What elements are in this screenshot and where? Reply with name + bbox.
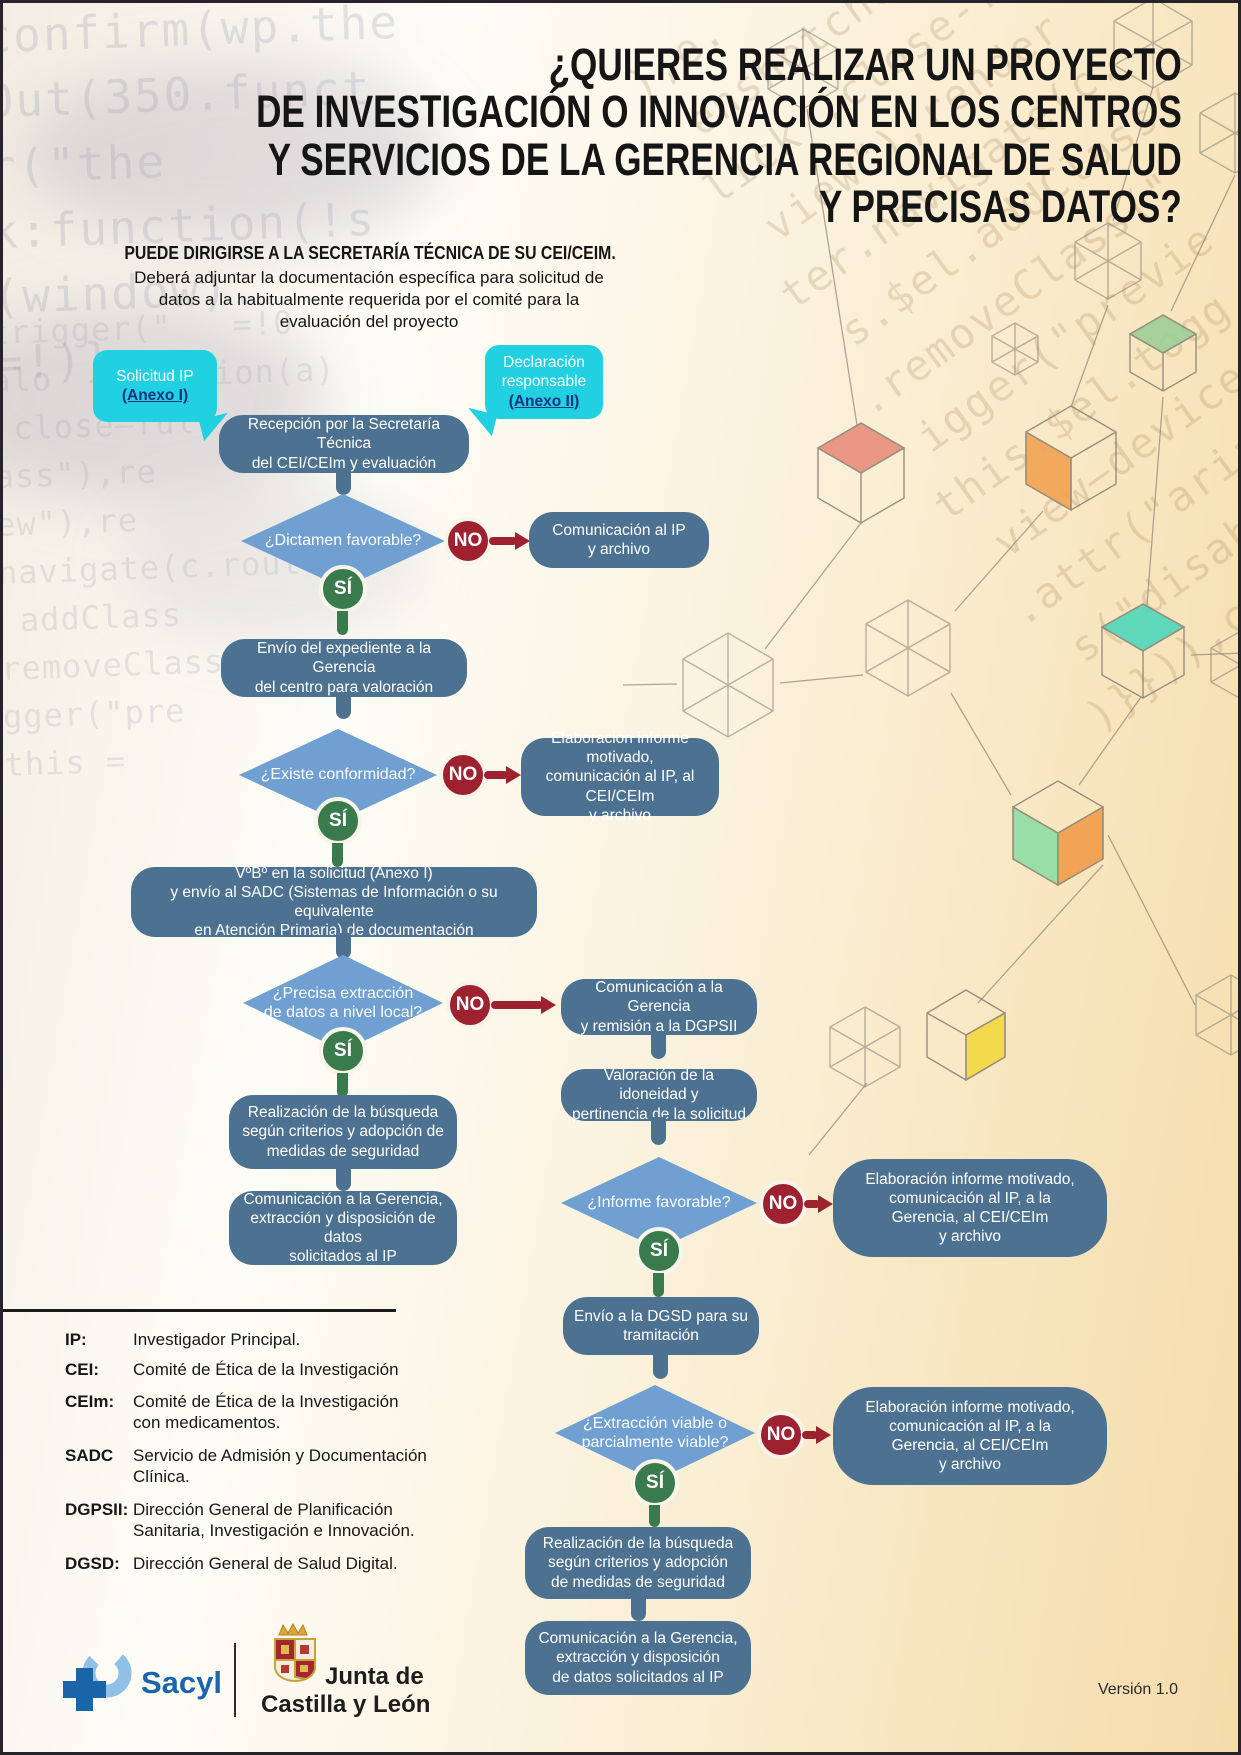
step-comunicacion-left: Comunicación a la Gerencia, extracción y…: [229, 1191, 457, 1265]
junta-castilla-leon-shield-icon: [274, 1622, 316, 1683]
step-vobo-sadc: VºBº en la solicitud (Anexo I) y envío a…: [131, 865, 537, 939]
step-valoracion: Valoración de la idoneidad y pertinencia…: [561, 1067, 757, 1123]
no-badge: NO: [757, 1411, 805, 1459]
legend-divider: [3, 1309, 396, 1312]
connector: [631, 1595, 646, 1621]
yes-badge: SÍ: [635, 1227, 683, 1275]
junta-wordmark-line2: Castilla y León: [261, 1691, 431, 1718]
connector: [332, 843, 343, 867]
subtitle-body: Deberá adjuntar la documentación específ…: [134, 268, 604, 331]
step-comunicacion-right: Comunicación a la Gerencia, extracción y…: [525, 1621, 751, 1695]
junta-wordmark-line1: Junta de: [325, 1663, 424, 1690]
connector: [653, 1273, 664, 1297]
no-arrow-head: [541, 996, 556, 1014]
bubble-solicitud-ip: Solicitud IP (Anexo I): [93, 350, 234, 442]
no-badge: NO: [446, 981, 494, 1029]
anexo-ii-link[interactable]: (Anexo II): [508, 392, 580, 410]
connector: [336, 469, 351, 495]
subtitle: PUEDE DIRIGIRSE A LA SECRETARÍA TÉCNICA …: [91, 243, 647, 332]
legend-abbr: SADC: [65, 1446, 114, 1465]
connector: [336, 693, 351, 719]
cloud-texture: [23, 63, 443, 243]
version-label: Versión 1.0: [1097, 1681, 1178, 1698]
no-arrow-head: [506, 766, 521, 784]
bubble-label: Solicitud IP: [116, 367, 194, 385]
connector: [651, 1117, 666, 1145]
connector: [651, 1031, 666, 1059]
subtitle-heading: PUEDE DIRIGIRSE A LA SECRETARÍA TÉCNICA …: [124, 243, 616, 263]
legend-abbr: CEI:: [65, 1360, 99, 1379]
no-arrow: [489, 537, 517, 545]
step-envio-gerencia: Envío del expediente a la Gerencia del c…: [221, 639, 467, 697]
legend-abbr: CEIm:: [65, 1392, 115, 1411]
yes-badge: SÍ: [319, 565, 367, 613]
legend-abbr: IP:: [65, 1330, 87, 1349]
step-informe-gerencia-1: Elaboración informe motivado, comunicaci…: [833, 1159, 1107, 1257]
yes-badge: SÍ: [314, 797, 362, 845]
footer-divider: [234, 1643, 236, 1717]
legend-abbr: DGSD:: [65, 1554, 120, 1573]
connector: [653, 1351, 668, 1379]
legend-def: Investigador Principal.: [133, 1330, 301, 1349]
legend-def: Dirección General de Salud Digital.: [133, 1554, 398, 1573]
no-arrow-head: [816, 1426, 831, 1444]
no-arrow: [804, 1200, 820, 1208]
step-envio-dgsd: Envío a la DGSD para su tramitación: [563, 1297, 759, 1355]
no-arrow-head: [515, 532, 530, 550]
connector: [336, 933, 351, 959]
no-arrow: [802, 1431, 818, 1439]
sacyl-logo-icon: [63, 1648, 132, 1711]
connector: [336, 1165, 351, 1191]
connector: [337, 611, 348, 635]
anexo-i-link[interactable]: (Anexo I): [121, 387, 189, 404]
no-badge: NO: [444, 517, 492, 565]
no-arrow-head: [818, 1195, 833, 1213]
step-informe-gerencia-2: Elaboración informe motivado, comunicaci…: [833, 1387, 1107, 1485]
step-busqueda-right: Realización de la búsqueda según criteri…: [525, 1527, 751, 1599]
step-informe-cei: Elaboración informe motivado, comunicaci…: [521, 730, 719, 824]
no-badge: NO: [759, 1180, 807, 1228]
legend-def: Comité de Ética de la Investigación con …: [133, 1392, 399, 1433]
no-arrow: [484, 771, 508, 779]
legend-def: Comité de Ética de la Investigación: [133, 1360, 399, 1379]
legend-abbr: DGPSII:: [65, 1500, 129, 1519]
legend-def: Servicio de Admisión y Documentación Clí…: [133, 1446, 427, 1487]
yes-badge: SÍ: [319, 1027, 367, 1075]
step-comunicacion-ip-archivo: Comunicación al IP y archivo: [529, 512, 709, 568]
bubble-declaracion: Declaración responsable (Anexo II): [462, 345, 603, 437]
step-busqueda-left: Realización de la búsqueda según criteri…: [229, 1095, 457, 1169]
yes-badge: SÍ: [631, 1459, 679, 1507]
page-title: ¿QUIERES REALIZAR UN PROYECTO DE INVESTI…: [256, 39, 1183, 232]
no-arrow: [491, 1001, 543, 1009]
step-recepcion: Recepción por la Secretaría Técnica del …: [219, 415, 469, 473]
no-badge: NO: [439, 751, 487, 799]
bubble-label: Declaración responsable: [501, 353, 587, 391]
connector: [649, 1505, 660, 1527]
legend-def: Dirección General de Planificación Sanit…: [133, 1500, 415, 1541]
step-gerencia-dgpsii: Comunicación a la Gerencia y remisión a …: [561, 979, 757, 1035]
connector: [337, 1073, 348, 1097]
sacyl-wordmark: Sacyl: [141, 1665, 223, 1700]
